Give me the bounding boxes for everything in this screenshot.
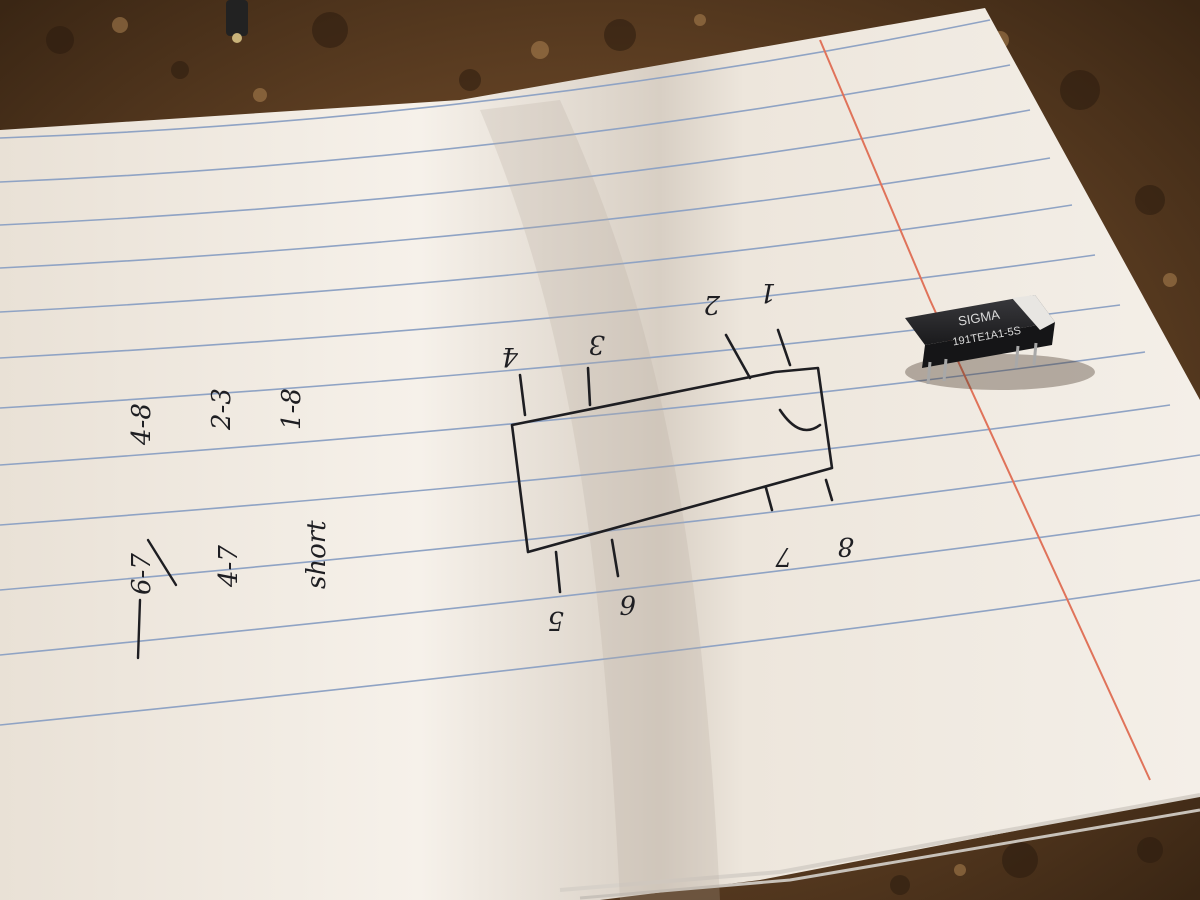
pin-label-5: 5 <box>547 605 564 635</box>
relay-body-top <box>905 295 1055 345</box>
sketch-box <box>510 366 834 554</box>
pair-note-1-8: 1-8 <box>277 388 307 430</box>
relay-body-front <box>922 322 1055 368</box>
relay-sketch <box>510 328 834 594</box>
pin-label-4: 4 <box>501 341 519 371</box>
paper-fold-shadow <box>480 100 720 900</box>
pair-arrows <box>136 538 178 660</box>
relay-end-cap <box>1012 295 1055 330</box>
reed-relay-component: SIGMA 191TE1A1-5S <box>905 295 1095 390</box>
pair-note-4-7: 4-7 <box>214 545 244 588</box>
relay-brand: SIGMA <box>957 307 1001 329</box>
pair-note-6-7: 6-7 <box>127 553 157 595</box>
pin-label-1: 1 <box>759 277 776 307</box>
pin-label-2: 2 <box>703 289 721 319</box>
pair-note-short: short <box>302 520 332 589</box>
pin-label-7: 7 <box>775 541 792 571</box>
pin-label-8: 8 <box>837 531 854 561</box>
ruled-lines <box>0 19 1200 726</box>
margin-line <box>819 39 1151 781</box>
pen-tip <box>226 0 248 43</box>
pin-labels: 4 3 2 1 5 6 7 8 <box>501 277 854 635</box>
pair-note-2-3: 2-3 <box>207 388 237 431</box>
paper-edge-layers <box>559 793 1200 892</box>
pin-pair-notes: 1-8 2-3 4-8 short 4-7 6-7 <box>127 388 332 595</box>
relay-pins <box>926 342 1038 385</box>
pin-label-6: 6 <box>619 589 636 619</box>
pair-note-4-8: 4-8 <box>127 403 157 446</box>
pin-label-3: 3 <box>588 329 605 359</box>
